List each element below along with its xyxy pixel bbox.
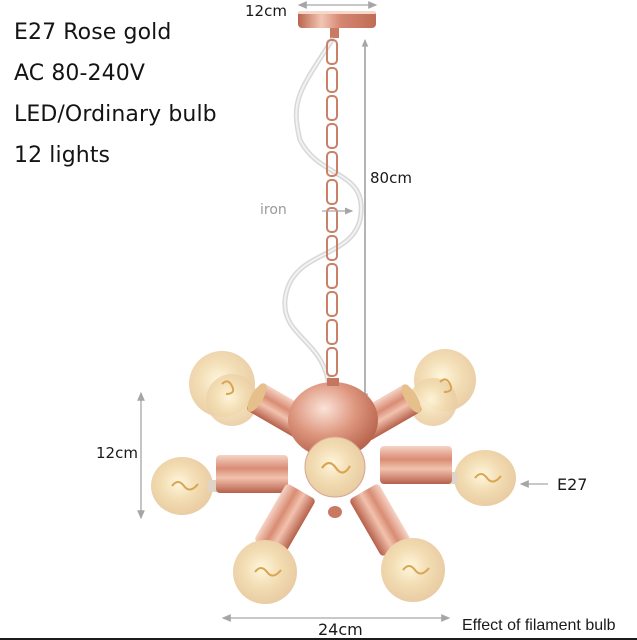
body-width-label: 24cm <box>318 620 363 639</box>
filament-bulb-note: Effect of filament bulb <box>462 617 616 634</box>
lower-right-arm <box>350 484 445 602</box>
spec-bulb-type: LED/Ordinary bulb <box>14 102 217 127</box>
lower-left-arm <box>233 484 315 604</box>
spec-list: E27 Rose gold AC 80-240V LED/Ordinary bu… <box>14 12 217 176</box>
socket-type-label: E27 <box>557 475 588 494</box>
spec-voltage: AC 80-240V <box>14 61 145 86</box>
spec-light-count: 12 lights <box>14 143 111 168</box>
front-center-bulb <box>304 436 366 498</box>
left-arm <box>151 455 288 515</box>
drop-length-label: 80cm <box>370 169 412 187</box>
ceiling-canopy <box>298 11 376 38</box>
material-label: iron <box>260 202 287 218</box>
hanging-chain <box>326 39 338 377</box>
right-arm <box>380 446 516 506</box>
spec-socket-color: E27 Rose gold <box>14 20 172 45</box>
body-height-label: 12cm <box>96 444 138 462</box>
center-hub <box>288 382 378 458</box>
power-cable <box>282 37 364 383</box>
bottom-border <box>0 638 637 640</box>
canopy-width-label: 12cm <box>245 2 287 20</box>
bottom-finial <box>328 506 342 518</box>
